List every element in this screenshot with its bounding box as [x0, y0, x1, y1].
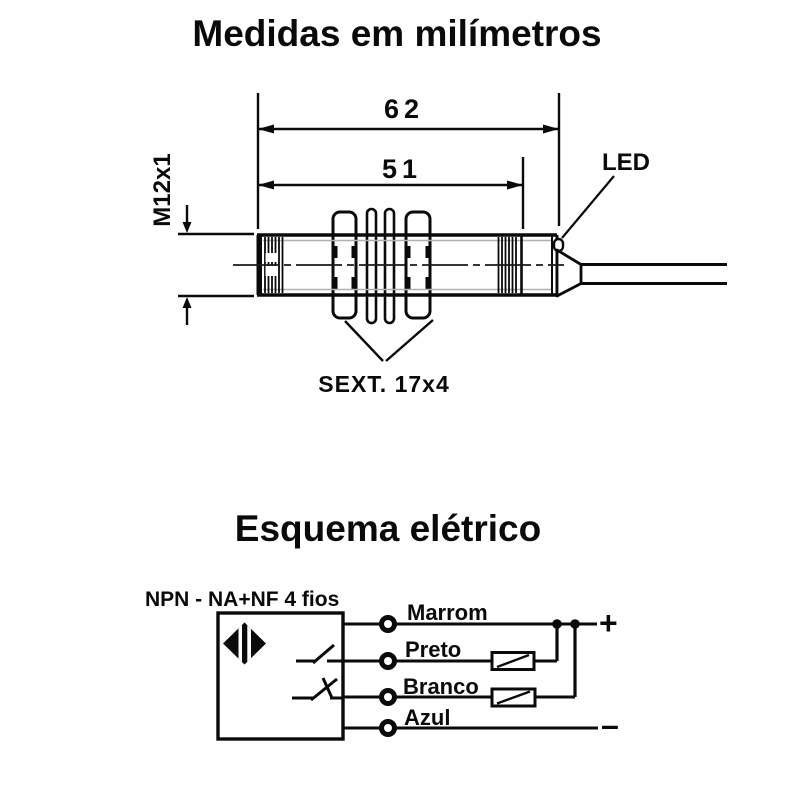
washer-1 [365, 207, 378, 325]
wire-label: Preto [405, 637, 461, 662]
wire-preto: Preto [343, 619, 562, 671]
dimension-51: 51 [258, 154, 525, 229]
wire-label: Marrom [407, 600, 488, 625]
wire-label: Branco [403, 674, 479, 699]
led-callout: LED [561, 149, 650, 239]
positive-terminal-label: + [599, 605, 618, 641]
arrowhead-right-icon [507, 180, 523, 190]
wire-terminal-icon [379, 615, 397, 633]
dimension-62: 62 [256, 93, 561, 229]
no-contact-icon [296, 643, 343, 665]
sensor-body [233, 207, 727, 325]
hex-leader-right [385, 319, 434, 362]
arrowhead-up-icon [182, 297, 192, 308]
washer-2 [383, 207, 396, 325]
arrowhead-down-icon [182, 222, 192, 233]
wire-terminal-icon [379, 719, 397, 737]
wire-terminal-icon [379, 688, 397, 706]
negative-terminal-label: – [601, 707, 619, 743]
thread-gap [265, 266, 278, 276]
arrowhead-left-icon [258, 124, 274, 134]
junction-dot [570, 619, 580, 629]
dimension-drawing: Medidas em milímetros 62 51 M12x1 [149, 13, 727, 397]
sensor-box [216, 611, 345, 741]
wire-terminal-icon [379, 652, 397, 670]
wire-label: Azul [404, 705, 450, 730]
nut-facet-marks [334, 246, 429, 289]
thread-spec-label: M12x1 [149, 153, 176, 226]
schematic-title: Esquema elétrico [235, 508, 541, 549]
strain-relief [555, 248, 583, 298]
junction-dot [552, 619, 562, 629]
hex-callout: SEXT. 17x4 [318, 319, 449, 397]
arrowhead-right-icon [543, 124, 559, 134]
total-length-value: 62 [384, 94, 424, 124]
cable [555, 248, 727, 298]
wire-azul: Azul [343, 705, 598, 737]
arrowhead-left-icon [258, 180, 274, 190]
proximity-sensor-symbol-icon [223, 622, 266, 665]
led-indicator [552, 237, 565, 253]
hex-nut-label: SEXT. 17x4 [318, 371, 449, 397]
thread-length-value: 51 [382, 154, 422, 184]
thread-gap [265, 253, 278, 262]
dimensions-title: Medidas em milímetros [192, 13, 601, 54]
wire-branco: Branco [343, 619, 580, 708]
led-label: LED [602, 149, 650, 176]
electrical-schematic: Esquema elétrico NPN - NA+NF 4 fios [145, 508, 619, 743]
circuit-type-label: NPN - NA+NF 4 fios [145, 588, 339, 611]
hex-nuts-and-washers [331, 207, 432, 325]
nc-contact-icon [292, 677, 343, 702]
hex-leader-left [344, 320, 384, 362]
dimension-m12: M12x1 [149, 153, 254, 325]
led-leader-line [561, 175, 615, 239]
